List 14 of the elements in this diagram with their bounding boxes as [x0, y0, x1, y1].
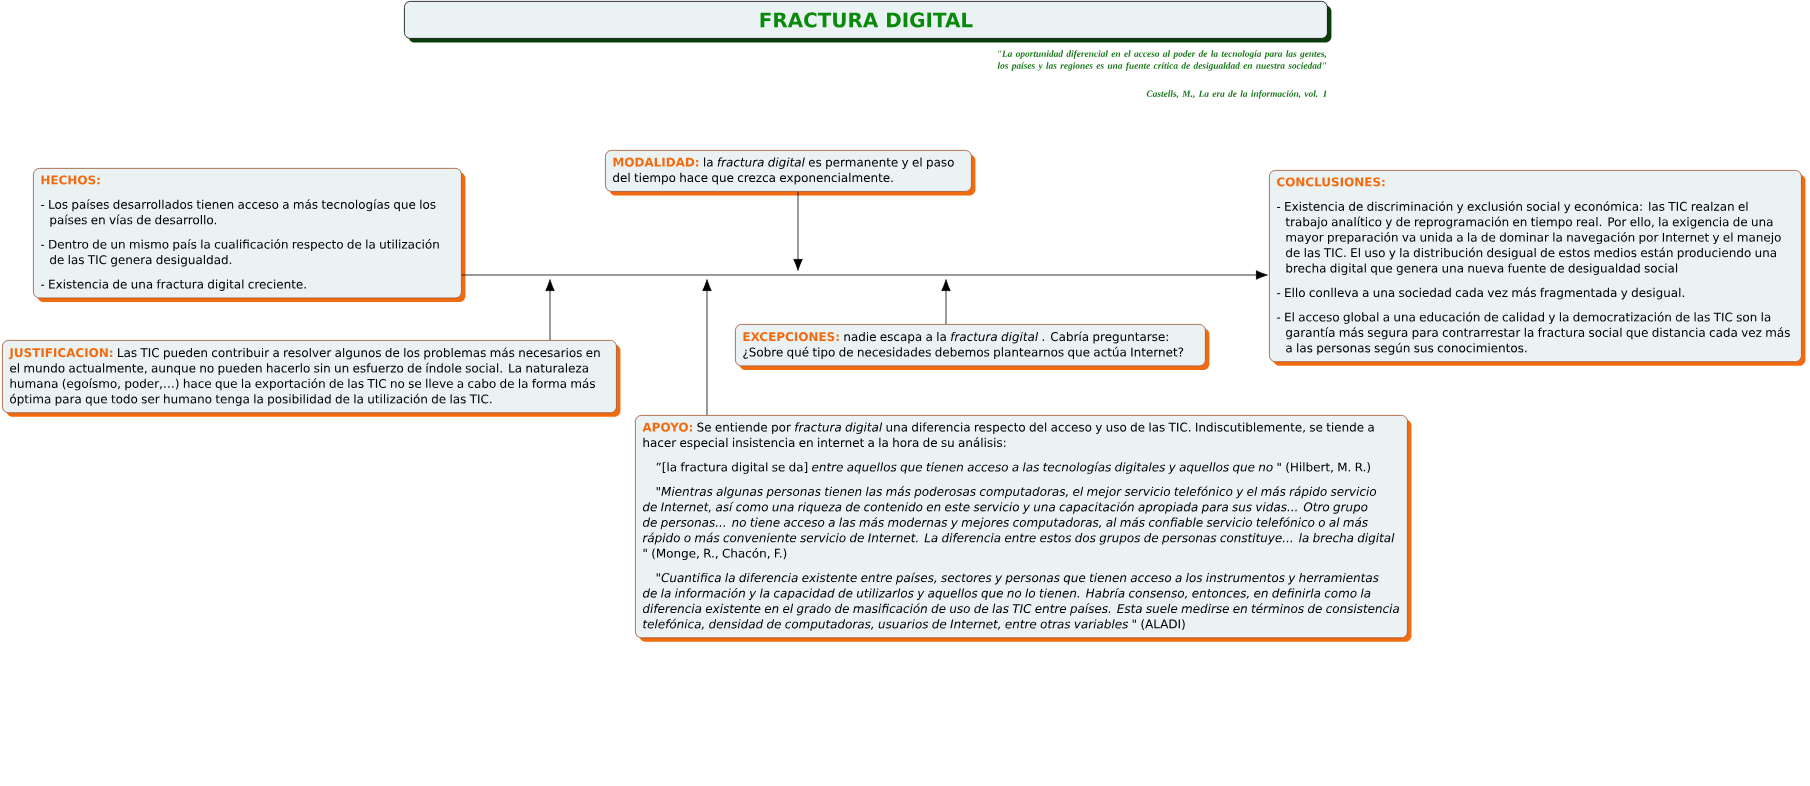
info-box: MODALIDAD: la fractura digital es permanente y el paso del tiempo hace que crezca exponencialmente. — [605, 150, 976, 196]
arrow — [702, 279, 712, 416]
info-box: CONCLUSIONES: - Existencia de discriminación y exclusión social y económica: las TIC realzan el trabajo analítico y de reprogramación en tiempo real. Por ello, la exigencia de una mayor preparación va unida a la de dominar la navegación por Internet y el manejo de las TIC. El uso y la distribución desigual de estos medios están produciendo una brecha digital que genera una nueva fuente de desigualdad social - Ello conlleva a una sociedad cada vez más fragmentada y desigual. - El acceso global a una educación de calidad y la democratización de las TIC son la garantía más segura para contrarrestar la fractura social que distancia cada vez más a las personas según sus conocimientos. — [1269, 170, 1806, 366]
arrow — [941, 279, 951, 325]
info-box: EXCEPCIONES: nadie escapa a la fractura digital . Cabría preguntarse: ¿Sobre qué tipo de necesidades debemos plantearnos que actúa Internet? — [735, 324, 1210, 370]
citation-text: Castells, M., La era de la información, vol. I — [1146, 90, 1328, 99]
info-box: JUSTIFICACION: Las TIC pueden contribuir a resolver algunos de los problemas más necesarios en el mundo actualmente, aunque no pueden hacerlo sin un esfuerzo de índole social. La naturaleza humana (egoísmo, poder,…) hace que la exportación de las TIC no se lleve a cabo de la forma más óptima para que todo ser humano tenga la posibilidad de la utilización de las TIC. — [2, 340, 621, 417]
title-banner: FRACTURA DIGITAL — [404, 1, 1332, 43]
quote-text: "La oportunidad diferencial en el acceso al poder de la tecnología para las gentes, los países y las regiones es una fuente crítica de desigualdad en nuestra sociedad" — [997, 50, 1327, 71]
info-box: HECHOS: - Los países desarrollados tienen acceso a más tecnologías que los países en vías de desarrollo. - Dentro de un mismo país la cualificación respecto de la utilización de las TIC genera desigualdad. - Existencia de una fractura digital creciente. — [33, 168, 466, 302]
info-box: APOYO: Se entiende por fractura digital una diferencia respecto del acceso y uso de las TIC. Indiscutiblemente, se tiende a hacer especial insistencia en internet a la hora de su análisis: ”[la fractura digital se da] entre aquellos que tienen acceso a las tecnologías digitales y aquellos que no " (Hilbert, M. R.) "Mientras algunas personas tienen las más poderosas computadoras, el mejor servicio telefónico y el más rápido servicio de Internet, así como una riqueza de contenido en este servicio y una capacitación apropiada para sus vidas... Otro grupo de personas... no tiene acceso a las más modernas y mejores computadoras, al más confiable servicio telefónico o al más rápido o más conveniente servicio de Internet. La diferencia entre estos dos grupos de personas constituye... la brecha digital " (Monge, R., Chacón, F.) "Cuantifica la diferencia existente entre países, sectores y personas que tienen acceso a los instrumentos y herramientas de la información y la capacidad de utilizarlos y aquellos que no lo tienen. Habría consenso, entonces, en definirla como la diferencia existente en el grado de masificación de uso de las TIC entre países. Esta suele medirse en términos de consistencia telefónica, densidad de computadoras, usuarios de Internet, entre otras variables " (ALADI) — [635, 415, 1412, 642]
arrow — [545, 279, 555, 341]
arrow — [793, 191, 803, 271]
arrow — [461, 270, 1268, 280]
